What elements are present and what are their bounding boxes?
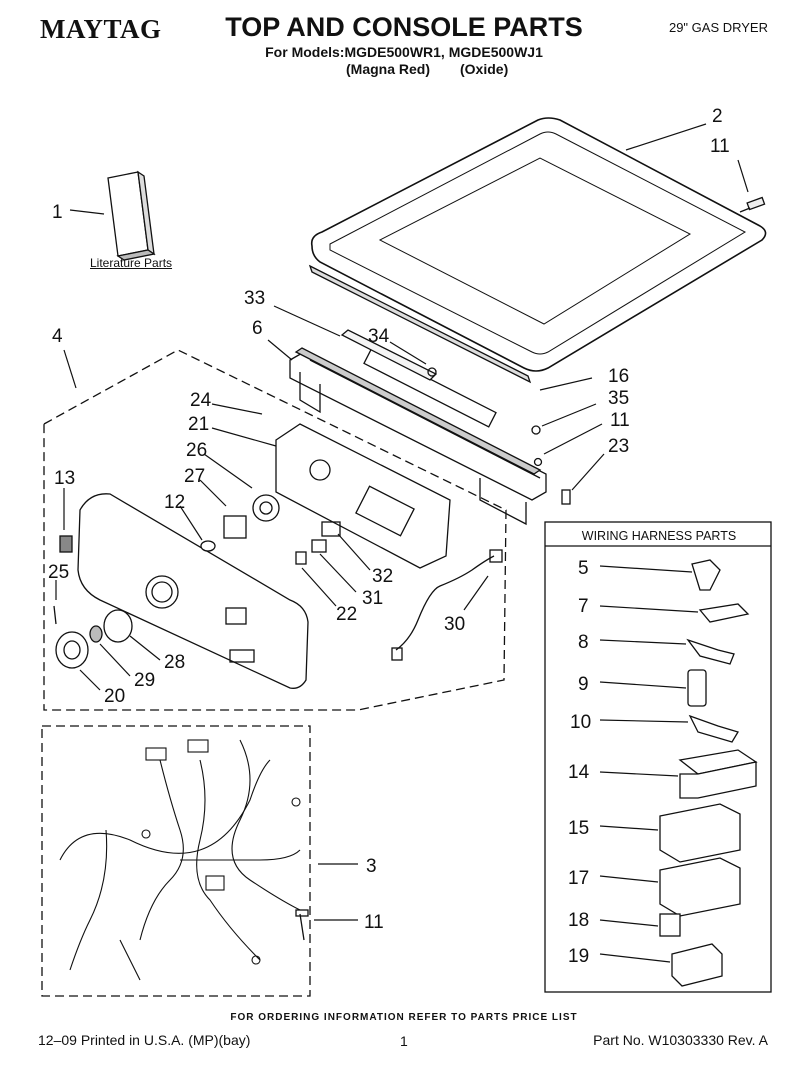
callout-26: 26	[186, 440, 207, 461]
callout-23: 23	[608, 436, 629, 457]
callout-34: 34	[368, 326, 390, 347]
part-5	[691, 559, 721, 591]
callout-5: 5	[578, 558, 589, 579]
callout-14: 14	[568, 762, 590, 783]
top-panel	[310, 117, 767, 372]
screw-34	[427, 367, 437, 377]
part-8	[686, 638, 735, 665]
screw-bottom-11	[299, 913, 305, 941]
callout-11-mid: 11	[610, 410, 630, 431]
callout-22: 22	[336, 604, 357, 625]
callout-11-top: 11	[710, 136, 730, 157]
ordering-note: FOR ORDERING INFORMATION REFER TO PARTS …	[230, 1012, 578, 1023]
part-19	[671, 943, 723, 987]
color-1: (Magna Red)	[346, 61, 430, 77]
part-22	[295, 551, 307, 565]
main-wiring-harness	[59, 739, 301, 981]
switch-27	[223, 515, 247, 539]
callout-15: 15	[568, 818, 589, 839]
part-15	[659, 803, 741, 863]
console-assembly-box	[43, 349, 507, 711]
cycle-selector-ring	[145, 575, 179, 609]
part-31	[311, 539, 327, 553]
main-harness-box	[41, 725, 311, 997]
callout-17: 17	[568, 868, 589, 889]
callout-7: 7	[578, 596, 589, 617]
callout-6: 6	[252, 318, 263, 339]
button-13	[59, 535, 73, 553]
clip-29	[89, 625, 103, 643]
callout-numbers: 1 2 11 33 6 34 16 35 11 23 4 24 21 26 27…	[48, 106, 730, 967]
callout-20: 20	[104, 686, 125, 707]
part-number: Part No. W10303330 Rev. A	[593, 1032, 768, 1048]
model-colors: (Magna Red) (Oxide)	[346, 61, 508, 77]
callout-33: 33	[244, 288, 265, 309]
part-32	[321, 521, 341, 537]
callout-31: 31	[362, 588, 383, 609]
callout-10: 10	[570, 712, 591, 733]
part-9	[687, 669, 707, 707]
callout-18: 18	[568, 910, 589, 931]
callout-12: 12	[164, 492, 185, 513]
callout-4: 4	[52, 326, 63, 347]
part-10	[688, 714, 739, 743]
models-line: For Models:MGDE500WR1, MGDE500WJ1	[265, 44, 543, 60]
callout-8: 8	[578, 632, 589, 653]
console-harness-30	[395, 555, 495, 651]
color-2: (Oxide)	[460, 61, 509, 77]
harness-box-title: WIRING HARNESS PARTS	[581, 529, 737, 543]
encoder-26	[252, 494, 280, 522]
callout-9: 9	[578, 674, 589, 695]
knob-ring-28	[103, 609, 133, 643]
callout-35: 35	[608, 388, 629, 409]
top-seal-strip	[308, 264, 532, 384]
screw-25	[53, 605, 57, 625]
callout-11-bottom: 11	[364, 912, 384, 933]
part-7	[698, 603, 750, 623]
callout-16: 16	[608, 366, 629, 387]
trim-strip	[294, 347, 542, 475]
callout-13: 13	[54, 468, 75, 489]
part-18	[659, 913, 681, 937]
product-type: 29" GAS DRYER	[668, 20, 768, 35]
callout-21: 21	[188, 414, 209, 435]
callout-27: 27	[184, 466, 205, 487]
callout-28: 28	[164, 652, 185, 673]
screw-11	[533, 457, 543, 467]
callout-25: 25	[48, 562, 69, 583]
callout-1: 1	[52, 202, 63, 223]
callout-19: 19	[568, 946, 589, 967]
literature-parts-label: Literature Parts	[90, 256, 173, 270]
harness-parts-box	[544, 521, 772, 993]
knob-20	[55, 631, 89, 669]
callout-29: 29	[134, 670, 155, 691]
callout-32: 32	[372, 566, 393, 587]
page-number: 1	[400, 1033, 408, 1049]
screw-35	[531, 425, 541, 435]
part-17	[659, 857, 741, 917]
callout-2: 2	[712, 106, 723, 127]
brand-logo: MAYTAG	[40, 14, 162, 44]
console-panel	[77, 493, 309, 689]
page-title: TOP AND CONSOLE PARTS	[225, 12, 583, 42]
callout-30: 30	[444, 614, 465, 635]
screw-top-11	[739, 196, 766, 213]
lens-12	[200, 540, 216, 552]
callout-3: 3	[366, 856, 377, 877]
bracket-23	[561, 489, 571, 505]
print-info: 12–09 Printed in U.S.A. (MP)(bay)	[38, 1032, 251, 1048]
callout-24: 24	[190, 390, 212, 411]
